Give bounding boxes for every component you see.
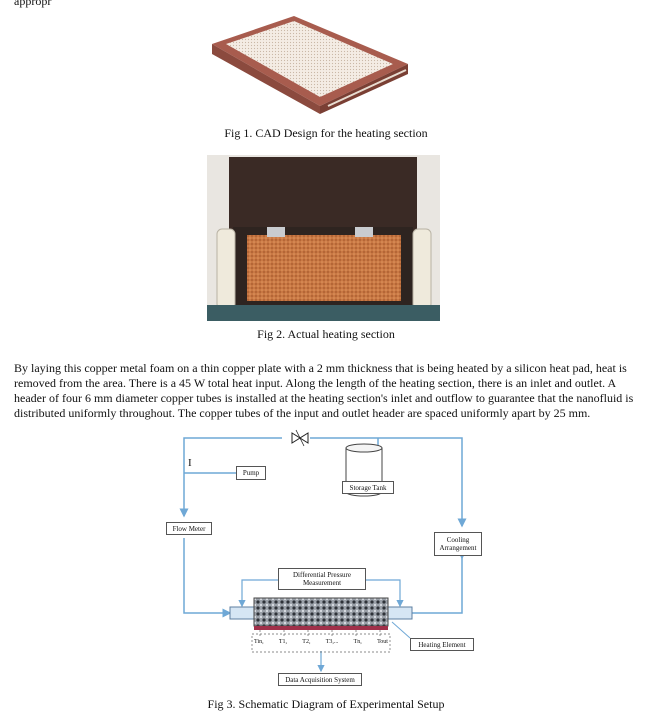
photo-left-header xyxy=(216,228,236,310)
photo-right-header xyxy=(412,228,432,310)
temp-label: T2, xyxy=(302,639,311,645)
temp-label: Tout xyxy=(377,639,388,645)
temperature-labels: Tin, T1, T2, T3,... Tn, Tout xyxy=(254,639,388,649)
photo-lid xyxy=(229,157,417,237)
heating-element-box: Heating Element xyxy=(410,638,474,651)
paragraph-line: distributed uniformly throughout. The co… xyxy=(14,406,591,420)
data-acquisition-box: Data Acquisition System xyxy=(278,673,362,686)
pump-box: Pump xyxy=(236,466,266,480)
paragraph-line: By laying this copper metal foam on a th… xyxy=(14,361,627,375)
dp-label-1: Differential Pressure xyxy=(293,571,351,579)
cooling-label-1: Cooling xyxy=(446,536,470,544)
temp-label: Tn, xyxy=(353,639,362,645)
photo-copper-foam xyxy=(247,235,401,301)
outlet-header xyxy=(387,606,413,620)
valve-icon xyxy=(291,429,309,447)
paragraph-line: removed from the area. There is a 45 W t… xyxy=(14,376,617,390)
cad-frame-front xyxy=(212,44,320,114)
fig2-caption: Fig 2. Actual heating section xyxy=(257,327,395,341)
page-top-fragment: appropr xyxy=(14,0,52,8)
metal-foam-section xyxy=(253,597,389,627)
paragraph-line: header of four 6 mm diameter copper tube… xyxy=(14,391,634,405)
fig1-caption: Fig 1. CAD Design for the heating sectio… xyxy=(224,126,428,140)
differential-pressure-box: Differential Pressure Measurement xyxy=(278,568,366,590)
temp-label: T1, xyxy=(278,639,288,645)
heating-element-strip xyxy=(254,626,388,630)
temp-label: T3,... xyxy=(325,639,339,645)
storage-tank-label: Storage Tank xyxy=(342,481,394,494)
cooling-label-2: Arrangement xyxy=(439,544,477,552)
inlet-header xyxy=(229,606,255,620)
photo-figure xyxy=(207,155,440,321)
cad-mesh xyxy=(226,21,393,97)
schematic-marker: I xyxy=(188,457,192,469)
schematic-diagram: I Pump Storage Tank Flow Meter Cooling A… xyxy=(160,426,482,688)
cad-figure xyxy=(212,16,408,114)
flow-meter-box: Flow Meter xyxy=(166,522,212,535)
dp-label-2: Measurement xyxy=(302,579,342,587)
schematic-pipes xyxy=(179,429,467,673)
body-paragraph: By laying this copper metal foam on a th… xyxy=(14,361,638,421)
cooling-arrangement-box: Cooling Arrangement xyxy=(434,532,482,556)
fig3-caption: Fig 3. Schematic Diagram of Experimental… xyxy=(207,697,445,711)
temp-label: Tin, xyxy=(254,639,264,645)
